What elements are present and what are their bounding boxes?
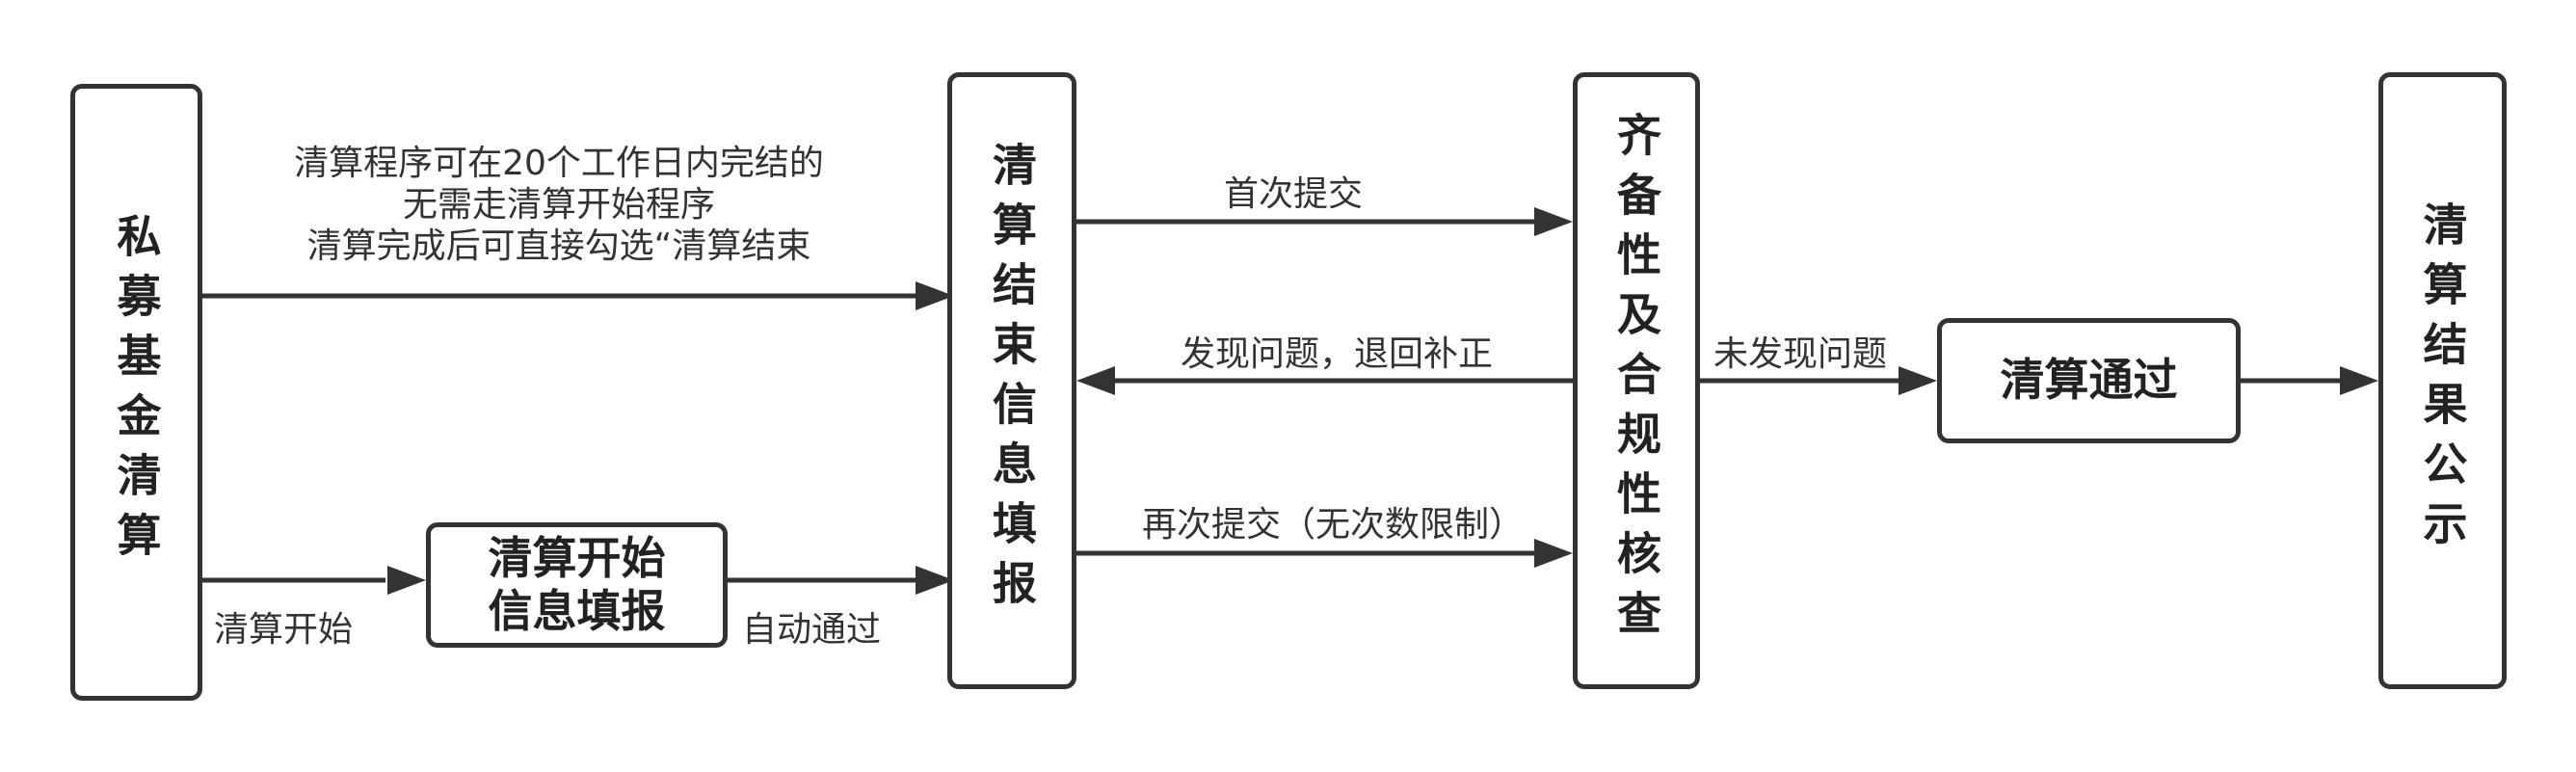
start-info-line-1: 清算开始 bbox=[488, 531, 666, 584]
arrowhead-fund-to-start-info bbox=[387, 566, 426, 595]
end-info-label: 清算结束信息填报 bbox=[986, 142, 1038, 620]
note-line-1: 清算程序可在20个工作日内完结的 bbox=[294, 144, 824, 183]
resubmit-label: 再次提交（无次数限制） bbox=[1142, 505, 1525, 545]
note-text: 清算程序可在20个工作日内完结的 无需走清算开始程序 清算完成后可直接勾选“清算… bbox=[260, 143, 858, 268]
arrowhead-start-to-end-info bbox=[916, 566, 954, 595]
arrowhead-fund-to-end-info bbox=[916, 281, 954, 310]
pass-label: 清算通过 bbox=[2000, 354, 2178, 407]
compliance-label: 齐备性及合规性核查 bbox=[1610, 112, 1662, 650]
start-info-line-2: 信息填报 bbox=[488, 585, 666, 637]
first-submit-label: 首次提交 bbox=[1224, 174, 1364, 214]
compliance-box: 齐备性及合规性核查 bbox=[1573, 72, 1700, 689]
arrowhead-no-issue bbox=[1899, 366, 1937, 395]
arrowhead-return bbox=[1076, 366, 1115, 395]
return-label: 发现问题，退回补正 bbox=[1181, 334, 1494, 374]
start-label: 清算开始 bbox=[214, 610, 354, 650]
private-fund-label: 私募基金清算 bbox=[110, 213, 163, 572]
start-info-box: 清算开始 信息填报 bbox=[426, 522, 728, 648]
publish-label: 清算结果公示 bbox=[2416, 201, 2469, 560]
no-issue-label: 未发现问题 bbox=[1713, 334, 1888, 374]
note-line-3: 清算完成后可直接勾选“清算结束 bbox=[306, 226, 811, 267]
end-info-box: 清算结束信息填报 bbox=[947, 72, 1076, 689]
private-fund-box: 私募基金清算 bbox=[70, 84, 202, 701]
publish-box: 清算结果公示 bbox=[2378, 72, 2507, 689]
note-line-2: 无需走清算开始程序 bbox=[402, 185, 715, 226]
pass-box: 清算通过 bbox=[1937, 318, 2241, 443]
auto-pass-label: 自动通过 bbox=[742, 610, 882, 650]
arrowhead-first-submit bbox=[1534, 207, 1573, 236]
arrowhead-pass-to-publish bbox=[2340, 366, 2378, 395]
arrowhead-resubmit bbox=[1534, 539, 1573, 568]
